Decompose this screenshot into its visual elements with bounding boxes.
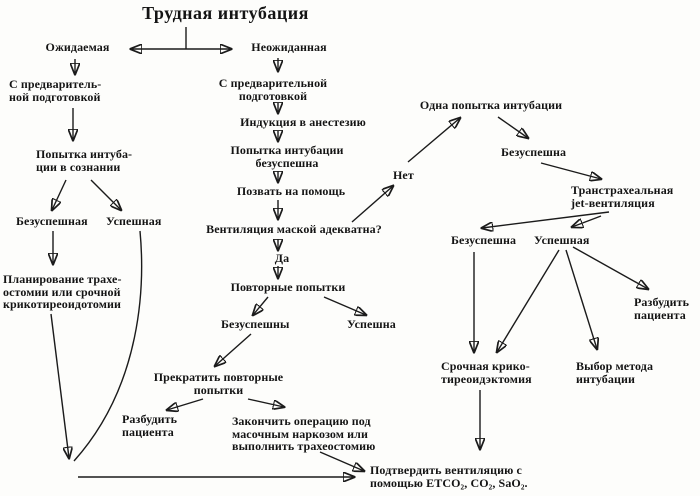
node-prep-mid: С предварительной подготовкой [218,76,328,103]
node-planning: Планирование трахе- остомии или срочной … [3,272,122,311]
node-wake-left: Разбудить пациента [122,412,178,439]
node-successful-mid: Успешна [347,317,396,331]
node-attempt-failed: Попытка интубации безуспешна [230,143,344,170]
node-unsuccessful-mid: Безуспешны [221,317,290,331]
node-unsuccessful-right2: Безуспешна [451,233,517,247]
node-no: Нет [393,168,414,182]
line-successful-left-converge [73,230,143,462]
arrow-unsuccessful-jet [540,162,601,179]
arrow-successful-crico [497,249,560,352]
arrow-jet-successful [572,215,602,227]
node-prep-left: С предваритель- ной подготовкой [9,77,102,104]
node-finish-op: Закончить операцию под масочным наркозом… [232,414,376,453]
node-call-help: Позвать на помощь [236,184,346,198]
node-unexpected: Неожиданная [251,40,327,54]
node-jet-ventilation: Транстрахеальная jet-вентиляция [571,183,674,210]
node-one-attempt: Одна попытка интубации [419,98,563,112]
node-successful-left: Успешная [106,214,162,228]
node-mask-adequate: Вентиляция маской адекватна? [206,222,382,236]
node-cricothyroidectomy: Срочная крико- тиреоидэктомия [441,359,532,386]
diagram-title: Трудная интубация [142,3,309,23]
node-repeat-attempts: Повторные попытки [230,280,346,294]
arrow-oneattempt-unsuccessful [497,116,528,138]
node-attempt-awake: Попытка интуба- ции в сознании [36,147,133,174]
node-stop-attempts: Прекратить повторные попытки [153,370,284,397]
node-unsuccessful-left: Безуспешная [16,214,88,228]
arrow-unsuccessful-stop [215,333,252,366]
arrow-stop-finish [247,398,284,407]
node-expected: Ожидаемая [45,40,110,54]
arrow-repeat-successful [323,296,366,315]
node-unsuccessful-right1: Безуспешна [501,145,567,159]
node-induction: Индукция в анестезию [240,115,366,129]
arrow-awake-successful [90,179,121,210]
arrow-jet-unsuccessful2 [482,211,610,228]
arrow-stop-wake [167,398,204,410]
node-successful-right: Успешная [534,233,590,247]
arrow-planning-converge [50,313,69,458]
arrow-no-oneattempt [407,118,460,163]
arrow-successful-method [565,249,597,349]
arrow-finish-confirm [319,451,364,471]
node-method-choice: Выбор метода интубации [576,359,654,386]
arrow-awake-unsuccessful [52,179,67,210]
node-wake-right: Разбудить пациента [634,295,690,322]
arrow-mask-no [351,186,393,223]
node-yes: Да [274,251,290,265]
arrow-successful-wake [572,246,648,289]
arrow-repeat-unsuccessful [253,296,269,315]
node-confirm-ventilation: Подтвердить вентиляцию с помощью ETCO₂, … [370,463,528,490]
